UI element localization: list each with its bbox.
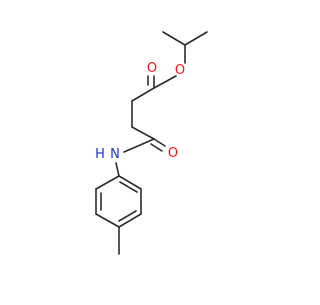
bond-ester-c-ch2	[131, 87, 155, 102]
bond-ring-1	[118, 175, 142, 190]
structure-canvas: O O O H N	[95, 31, 208, 255]
molecule-structure: O O O H N	[95, 31, 208, 255]
bond-ch-ch3-left	[162, 31, 186, 46]
bond-ring-4	[95, 213, 120, 228]
atom-label-ester-carbonyl-o: O	[147, 61, 157, 76]
bond-amide-c-n	[123, 138, 155, 153]
bond-n-aryl	[115, 162, 120, 177]
bond-ring-6	[95, 175, 120, 190]
bond-amide-c-o-double-b	[150, 143, 163, 152]
bond-amide-c-o-double-a	[153, 138, 166, 147]
bond-ch2-amide-c	[131, 126, 155, 140]
bond-ring-3	[118, 213, 142, 228]
bond-oether-ccarbonyl	[153, 75, 177, 89]
atom-label-ester-ether-o: O	[175, 63, 185, 78]
atom-label-amide-carbonyl-o: O	[168, 146, 178, 161]
atom-label-amide-h: H	[95, 147, 105, 162]
bond-ring-double-1	[119, 181, 138, 193]
bond-ch-ch3-right	[184, 31, 208, 46]
bond-ring-double-2	[118, 210, 137, 222]
atom-label-amide-n: N	[110, 147, 120, 162]
